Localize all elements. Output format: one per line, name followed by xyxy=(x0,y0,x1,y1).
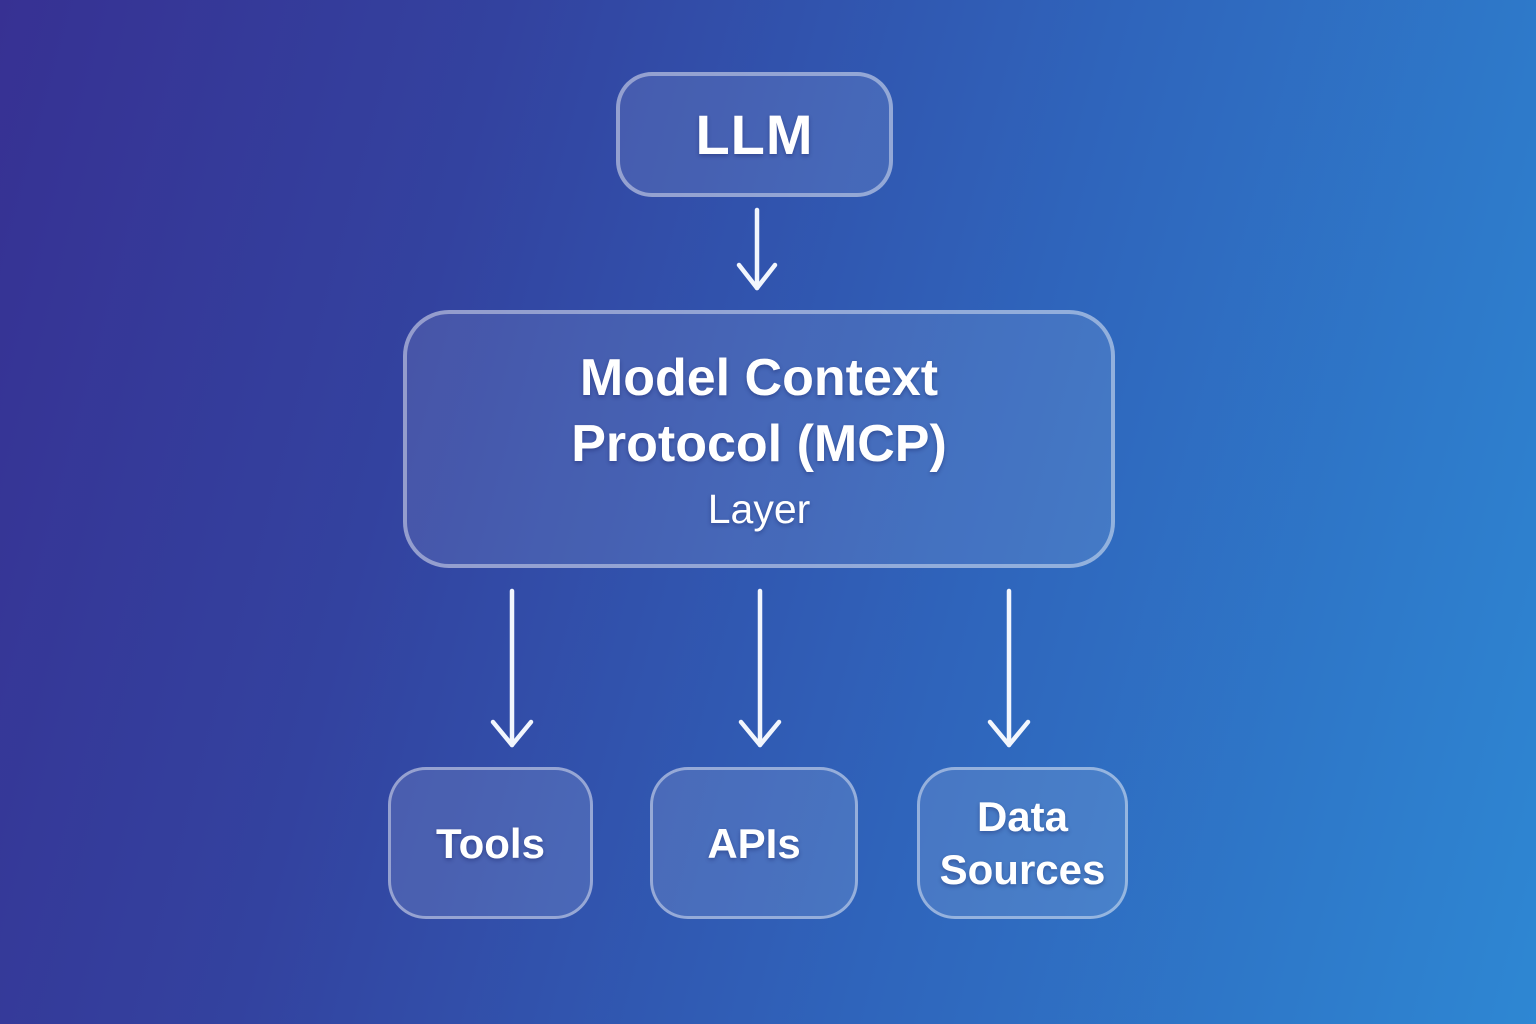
node-apis-label: APIs xyxy=(707,819,801,867)
arrow-mcp-to-tools-icon xyxy=(490,588,534,748)
node-tools-label: Tools xyxy=(436,819,545,867)
arrow-llm-to-mcp-icon xyxy=(736,207,778,291)
node-apis: APIs xyxy=(650,767,858,919)
node-llm: LLM xyxy=(616,72,893,197)
node-data-sources-label: Data Sources xyxy=(939,793,1106,893)
arrow-mcp-to-apis-icon xyxy=(738,588,782,748)
node-mcp-title: Model Context Protocol (MCP) xyxy=(571,349,947,473)
arrow-mcp-to-data-sources-icon xyxy=(987,588,1031,748)
node-mcp-layer: Model Context Protocol (MCP) Layer xyxy=(403,310,1115,568)
node-tools: Tools xyxy=(388,767,593,919)
node-llm-label: LLM xyxy=(695,103,814,166)
node-mcp-subtitle: Layer xyxy=(707,486,811,532)
node-data-sources: Data Sources xyxy=(917,767,1128,919)
